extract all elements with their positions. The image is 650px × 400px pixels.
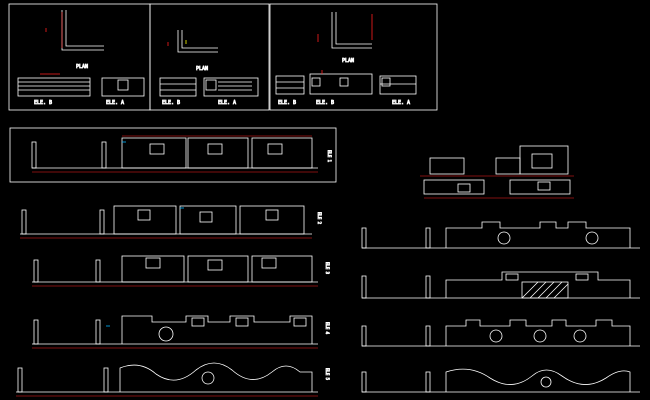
plan-panel-3[interactable]: PLAN ELE. B ELE. B ELE. A: [269, 3, 438, 111]
plan-label: PLAN: [76, 64, 88, 70]
right-elevation-2[interactable]: [361, 271, 640, 299]
elevation-2[interactable]: ELE 2: [20, 205, 322, 239]
elevation-3[interactable]: ELE 3: [32, 255, 330, 287]
elevation-b-label: ELE. B: [34, 100, 52, 106]
elevation-4-label: ELE 4: [325, 322, 330, 335]
elevation-a-label: ELE. A: [106, 100, 124, 106]
elevation-2-label: ELE 2: [317, 212, 322, 225]
gate-detail[interactable]: [420, 145, 574, 199]
right-elevation-1[interactable]: [361, 221, 640, 249]
elevation-a-label: ELE. A: [218, 100, 236, 106]
right-elevation-4[interactable]: [361, 368, 640, 393]
elevation-b-label: ELE. B: [162, 100, 180, 106]
elevation-b-label: ELE. B: [278, 100, 296, 106]
elevation-4[interactable]: ELE 4: [32, 315, 330, 349]
elevation-5[interactable]: ELE 5: [16, 362, 330, 397]
plan-panel-2[interactable]: PLAN ELE. B ELE. A: [149, 3, 270, 111]
elevation-1-label: ELE 1: [327, 150, 332, 163]
elevation-1-frame[interactable]: ELE 1: [9, 127, 337, 183]
elevation-5-label: ELE 5: [325, 368, 330, 381]
plan-label: PLAN: [196, 66, 208, 72]
elevation-3-label: ELE 3: [325, 262, 330, 275]
elevation-b2-label: ELE. B: [316, 100, 334, 106]
plan-label: PLAN: [342, 58, 354, 64]
accent-markers: [106, 141, 184, 327]
right-elevation-3[interactable]: [361, 319, 640, 347]
plan-panel-1[interactable]: PLAN ELE. B ELE. A: [8, 3, 151, 111]
elevation-a-label: ELE. A: [392, 100, 410, 106]
